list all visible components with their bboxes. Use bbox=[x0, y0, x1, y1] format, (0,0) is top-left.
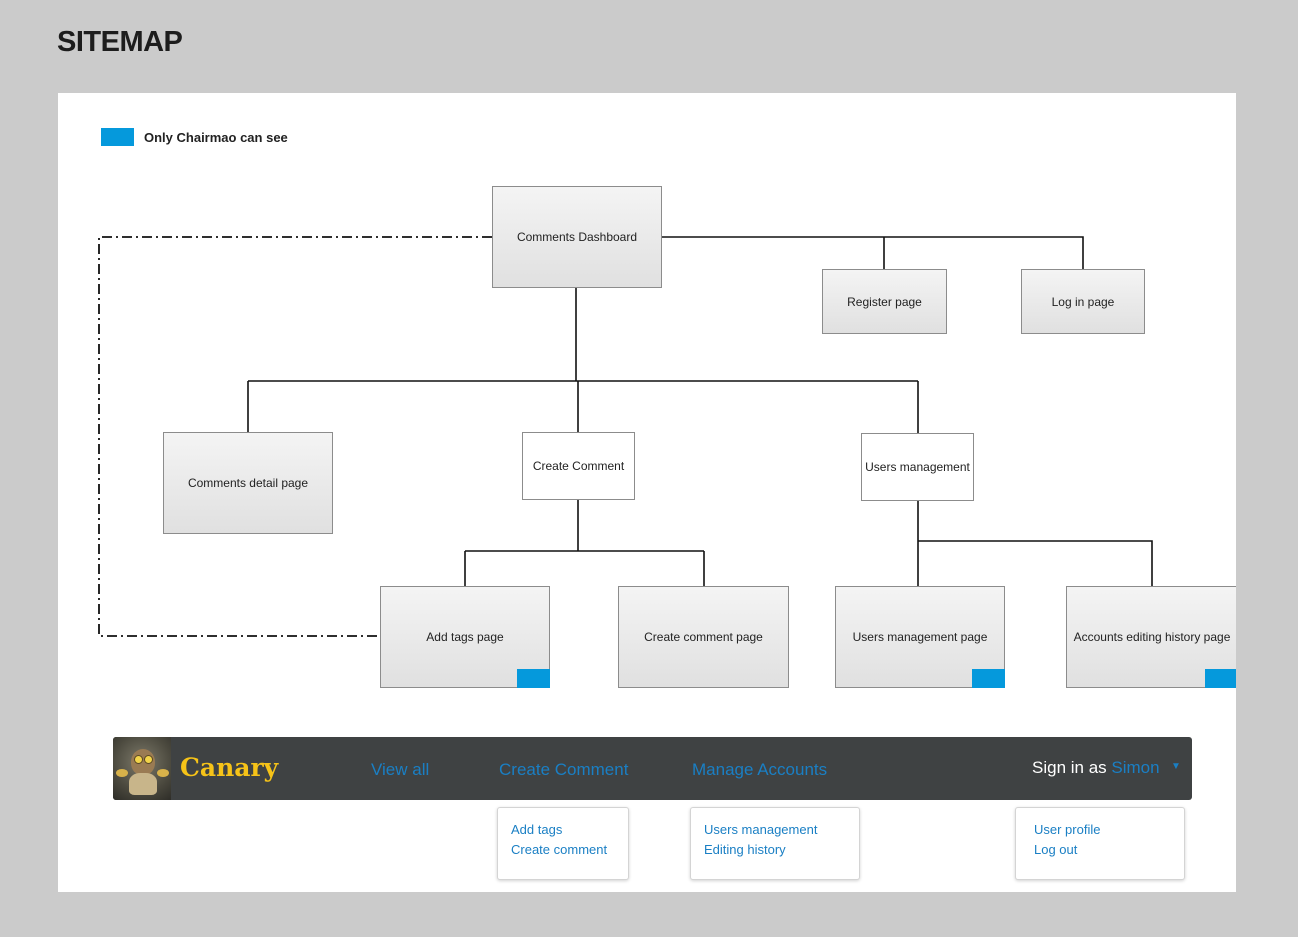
node-add-tags-page: Add tags page bbox=[380, 586, 550, 688]
sitemap-canvas: Only Chairmao can see Comments Dashboard… bbox=[58, 93, 1236, 892]
node-register-page: Register page bbox=[822, 269, 947, 334]
node-label: Create Comment bbox=[532, 459, 625, 473]
node-accounts-editing-history-page: Accounts editing history page bbox=[1066, 586, 1236, 688]
node-users-management: Users management bbox=[861, 433, 974, 501]
connector-users-children bbox=[917, 500, 1153, 586]
mascot-eye bbox=[144, 755, 153, 764]
menu-item-log-out[interactable]: Log out bbox=[1034, 842, 1078, 857]
caret-down-icon[interactable]: ▼ bbox=[1171, 761, 1181, 772]
dropdown-create-comment: Add tags Create comment bbox=[497, 807, 629, 880]
nav-link-view-all[interactable]: View all bbox=[371, 760, 430, 779]
restricted-flag bbox=[517, 669, 550, 688]
mascot-wing bbox=[116, 769, 128, 777]
mascot-body bbox=[129, 773, 157, 795]
node-label: Create comment page bbox=[644, 630, 763, 644]
menu-item-user-profile[interactable]: User profile bbox=[1034, 822, 1101, 837]
legend-label: Only Chairmao can see bbox=[144, 130, 288, 145]
node-label: Users management bbox=[865, 460, 970, 474]
node-label: Add tags page bbox=[426, 630, 504, 644]
canary-mascot-avatar bbox=[113, 737, 171, 800]
menu-item-add-tags[interactable]: Add tags bbox=[511, 822, 563, 837]
node-comments-dashboard: Comments Dashboard bbox=[492, 186, 662, 288]
node-users-management-page: Users management page bbox=[835, 586, 1005, 688]
node-label: Log in page bbox=[1051, 294, 1115, 309]
connector-dashboard-children bbox=[247, 288, 919, 433]
node-label: Users management page bbox=[852, 630, 988, 644]
mascot-wing bbox=[157, 769, 169, 777]
mascot-eye bbox=[134, 755, 143, 764]
node-create-comment-page: Create comment page bbox=[618, 586, 789, 688]
page-title: SITEMAP bbox=[57, 26, 183, 58]
navbar-mockup: Canary View all Create Comment Manage Ac… bbox=[113, 737, 1192, 800]
dropdown-manage-accounts: Users management Editing history bbox=[690, 807, 860, 880]
menu-item-editing-history[interactable]: Editing history bbox=[704, 842, 786, 857]
restricted-flag bbox=[972, 669, 1005, 688]
node-label: Comments Dashboard bbox=[516, 230, 638, 244]
node-label: Register page bbox=[847, 294, 922, 309]
sign-in-username[interactable]: Simon bbox=[1111, 758, 1160, 777]
dropdown-user: User profile Log out bbox=[1015, 807, 1185, 880]
connector-create-children bbox=[464, 500, 705, 586]
node-label: Accounts editing history page bbox=[1073, 630, 1231, 644]
node-login-page: Log in page bbox=[1021, 269, 1145, 334]
legend-swatch bbox=[101, 128, 134, 146]
brand-logo[interactable]: Canary bbox=[180, 753, 279, 782]
node-comments-detail-page: Comments detail page bbox=[163, 432, 333, 534]
restricted-flag bbox=[1205, 669, 1236, 688]
menu-item-users-management[interactable]: Users management bbox=[704, 822, 818, 837]
nav-link-manage-accounts[interactable]: Manage Accounts bbox=[692, 760, 828, 779]
menu-item-create-comment[interactable]: Create comment bbox=[511, 842, 608, 857]
node-create-comment: Create Comment bbox=[522, 432, 635, 500]
nav-link-create-comment[interactable]: Create Comment bbox=[499, 760, 629, 779]
sign-in-prefix: Sign in as bbox=[1032, 758, 1112, 777]
connector-dashboard-auth bbox=[662, 236, 1084, 269]
node-label: Comments detail page bbox=[187, 476, 309, 490]
connector-lines bbox=[98, 236, 1153, 637]
sign-in-status[interactable]: Sign in as Simon bbox=[1032, 758, 1160, 778]
